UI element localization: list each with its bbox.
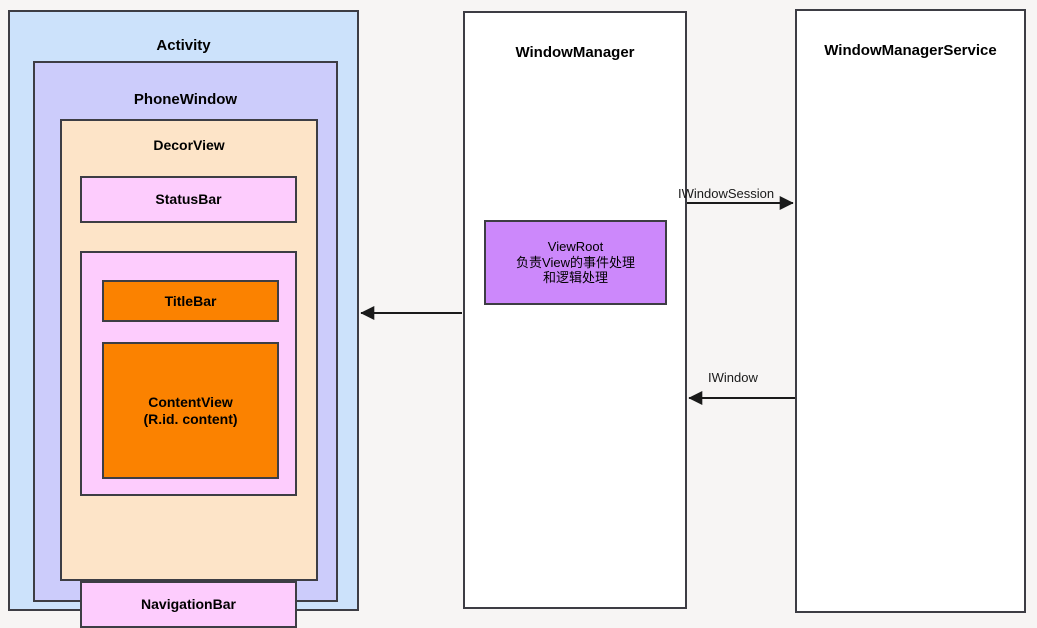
edge-label-iwindow: IWindow bbox=[708, 370, 758, 385]
content-wrapper-box[interactable]: TitleBar ContentView (R.id. content) bbox=[80, 251, 297, 496]
viewroot-label-line3: 和逻辑处理 bbox=[542, 270, 608, 286]
navigationbar-box[interactable]: NavigationBar bbox=[80, 581, 297, 628]
edge-label-iwindowsession: IWindowSession bbox=[678, 186, 775, 201]
viewroot-label: ViewRoot 负责View的事件处理 和逻辑处理 bbox=[486, 222, 665, 303]
titlebar-label: TitleBar bbox=[164, 292, 217, 309]
contentview-label-line2: (R.id. content) bbox=[143, 410, 238, 427]
contentview-box[interactable]: ContentView (R.id. content) bbox=[102, 342, 279, 479]
statusbar-box[interactable]: StatusBar bbox=[80, 176, 297, 223]
viewroot-label-line1: ViewRoot bbox=[547, 239, 604, 255]
windowmanagerservice-label: WindowManagerService bbox=[824, 42, 997, 59]
windowmanager-label: WindowManager bbox=[515, 44, 635, 61]
windowmanager-box[interactable]: WindowManager ViewRoot 负责View的事件处理 和逻辑处理 bbox=[463, 11, 687, 609]
phonewindow-box[interactable]: PhoneWindow DecorView StatusBar TitleBar… bbox=[33, 61, 338, 628]
statusbar-label: StatusBar bbox=[155, 191, 222, 208]
navigationbar-label: NavigationBar bbox=[141, 596, 236, 613]
activity-box[interactable]: Activity PhoneWindow DecorView StatusBar… bbox=[8, 10, 359, 628]
phonewindow-label: PhoneWindow bbox=[133, 91, 238, 108]
windowmanagerservice-box[interactable]: WindowManagerService bbox=[795, 9, 1026, 613]
activity-label: Activity bbox=[156, 37, 211, 54]
decorview-label: DecorView bbox=[153, 137, 225, 153]
viewroot-box[interactable]: ViewRoot 负责View的事件处理 和逻辑处理 bbox=[484, 220, 667, 305]
contentview-label-line1: ContentView bbox=[148, 393, 233, 410]
decorview-box[interactable]: DecorView StatusBar TitleBar ContentView… bbox=[60, 119, 318, 628]
contentview-label: ContentView (R.id. content) bbox=[104, 344, 277, 477]
viewroot-label-line2: 负责View的事件处理 bbox=[516, 254, 635, 270]
titlebar-box[interactable]: TitleBar bbox=[102, 280, 279, 322]
